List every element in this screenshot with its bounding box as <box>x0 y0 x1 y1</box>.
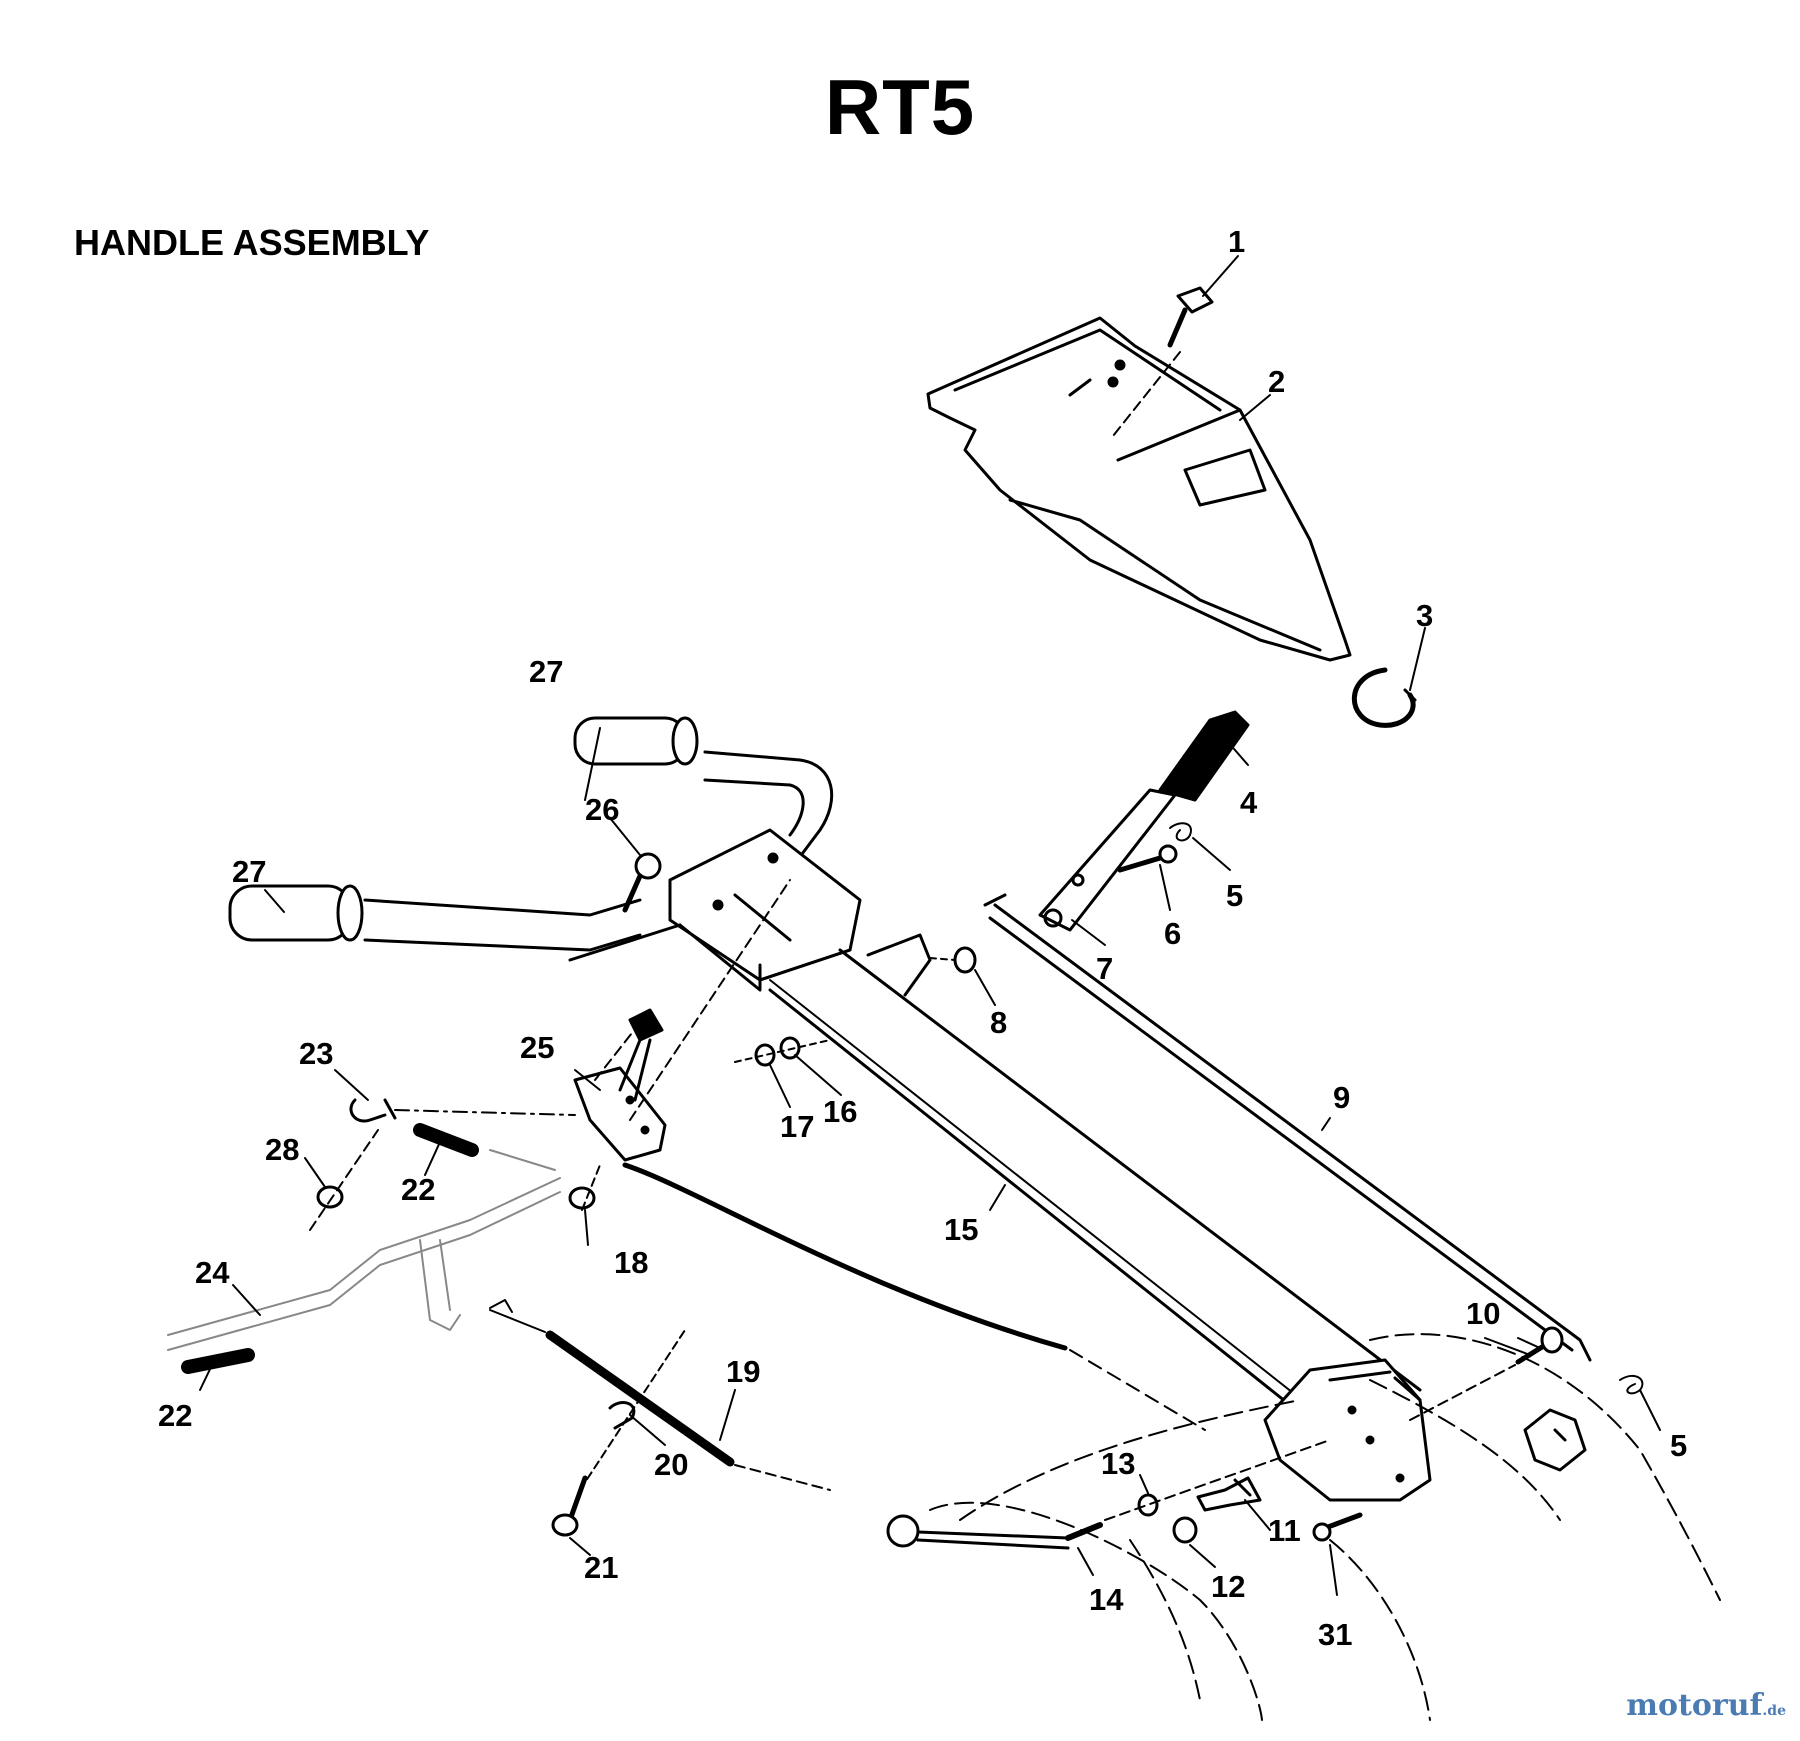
callout-21: 21 <box>584 1550 618 1585</box>
part-22-pin-upper <box>413 1123 479 1157</box>
part-9-rod <box>983 893 1592 1362</box>
part-6-bolt <box>1117 844 1178 873</box>
part-15-tube <box>768 933 1422 1447</box>
part-5-clip-top <box>1169 822 1192 842</box>
part-21-bolt <box>551 1475 588 1537</box>
handle-bracket <box>568 828 862 992</box>
diagram-subtitle: HANDLE ASSEMBLY <box>74 222 430 263</box>
callout-18: 18 <box>614 1245 648 1280</box>
callout-1: 1 <box>1228 224 1245 259</box>
callout-17: 17 <box>780 1109 814 1144</box>
part-28-nut <box>316 1185 344 1209</box>
link-piece <box>1523 1408 1587 1472</box>
callout-4: 4 <box>1240 785 1258 820</box>
part-26-bolt <box>622 852 662 913</box>
callout-3: 3 <box>1416 598 1433 633</box>
callout-25: 25 <box>520 1030 554 1065</box>
part-23-clamp <box>349 1098 397 1123</box>
callout-27-left: 27 <box>232 854 266 889</box>
callout-22-upper: 22 <box>401 1172 435 1207</box>
callout-19: 19 <box>726 1354 760 1389</box>
leader-lines <box>199 255 1661 1596</box>
part-10-bolt <box>1515 1326 1564 1365</box>
callout-31: 31 <box>1318 1617 1352 1652</box>
callout-23: 23 <box>299 1036 333 1071</box>
lower-housing <box>1263 1358 1432 1502</box>
watermark: motoruf.de <box>1626 1688 1786 1723</box>
watermark-brand: motoruf <box>1626 1688 1763 1723</box>
callout-26: 26 <box>585 792 619 827</box>
callout-12: 12 <box>1211 1569 1245 1604</box>
part-3-ring <box>1351 667 1417 728</box>
callout-24: 24 <box>195 1255 230 1290</box>
diagram-title: RT5 <box>824 63 976 151</box>
part-22-pin-lower <box>181 1348 255 1374</box>
callout-27-top: 27 <box>529 654 563 689</box>
callout-15: 15 <box>944 1212 978 1247</box>
callout-11: 11 <box>1268 1513 1301 1548</box>
part-4-lever-grip <box>1158 710 1250 802</box>
tiller-outline <box>929 1333 1721 1721</box>
callout-14: 14 <box>1089 1582 1124 1617</box>
callout-22-lower: 22 <box>158 1398 192 1433</box>
callout-20: 20 <box>654 1447 688 1482</box>
callout-9: 9 <box>1333 1080 1350 1115</box>
part-12-nut <box>1172 1516 1198 1544</box>
callout-8: 8 <box>990 1005 1007 1040</box>
part-24-shaft <box>167 1149 561 1351</box>
part-5-clip-right <box>1619 1374 1644 1395</box>
callout-labels: 1 2 3 4 5 6 7 8 9 10 11 12 13 14 15 16 1… <box>158 224 1687 1652</box>
part-8-spacer <box>953 946 977 974</box>
part-14-knob-rod <box>886 1514 1103 1550</box>
part-31-bolt <box>1312 1512 1363 1542</box>
handlebar <box>363 750 834 952</box>
part-27-grip-left <box>228 884 364 942</box>
callout-13: 13 <box>1101 1446 1135 1481</box>
callout-10: 10 <box>1466 1296 1500 1331</box>
callout-28: 28 <box>265 1132 299 1167</box>
part-13-washer <box>1137 1493 1159 1517</box>
callout-5-right: 5 <box>1670 1428 1687 1463</box>
part-25-bracket <box>573 1008 667 1162</box>
callout-7: 7 <box>1096 951 1113 986</box>
watermark-suffix: .de <box>1762 1703 1786 1719</box>
callout-6: 6 <box>1164 916 1181 951</box>
part-11-wing <box>1196 1476 1262 1512</box>
part-2-cover <box>926 316 1352 662</box>
part-27-grip-top <box>573 716 699 766</box>
control-cable <box>622 1162 1206 1431</box>
part-7-lever <box>1038 788 1177 932</box>
callout-2: 2 <box>1268 364 1285 399</box>
part-1-screw <box>1167 286 1214 348</box>
callout-5-top: 5 <box>1226 878 1243 913</box>
callout-16: 16 <box>823 1094 857 1129</box>
